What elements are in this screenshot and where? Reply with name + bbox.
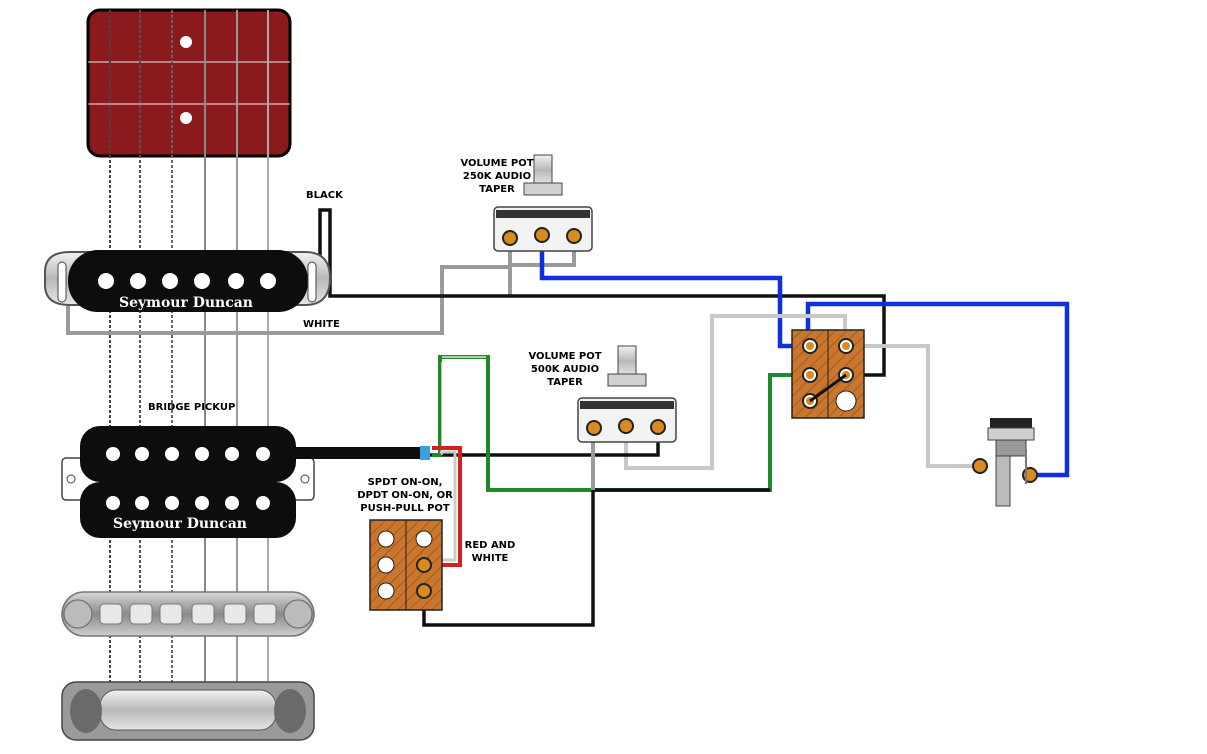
selector-switch	[791, 329, 865, 419]
neck-pickup	[44, 250, 332, 312]
label-pot-500k-1: VOLUME POT	[528, 351, 601, 362]
label-bridge-pickup: BRIDGE PICKUP	[148, 402, 235, 413]
label-switch-1: SPDT ON-ON,	[368, 477, 443, 488]
label-pot-250k-2: 250K AUDIO	[463, 171, 531, 182]
label-red-white-1: RED AND	[465, 540, 516, 551]
tuneomatic-bridge	[61, 591, 315, 637]
label-pot-500k-2: 500K AUDIO	[531, 364, 599, 375]
coil-switch	[369, 519, 443, 611]
volume-pot-250k	[493, 154, 593, 252]
label-neck-brand: Seymour Duncan	[119, 295, 253, 311]
wire-gray-500k	[624, 314, 847, 470]
output-jack	[972, 418, 1038, 507]
volume-pot-500k	[577, 345, 677, 443]
wire-blue-pot-selector	[539, 244, 808, 349]
wire-black-neck	[318, 208, 886, 377]
wires	[66, 208, 1070, 627]
label-white: WHITE	[303, 319, 340, 330]
label-red-white-2: WHITE	[472, 553, 509, 564]
label-bridge-brand: Seymour Duncan	[113, 516, 247, 532]
diagram-labels: BLACK WHITE Seymour Duncan Seymour Dunca…	[113, 158, 602, 564]
label-pot-250k-3: TAPER	[479, 184, 515, 195]
wire-black-switch	[422, 488, 770, 627]
label-switch-2: DPDT ON-ON, OR	[357, 490, 453, 501]
bridge-pickup	[61, 426, 430, 538]
neck-cover	[86, 8, 292, 158]
label-switch-3: PUSH-PULL POT	[360, 503, 450, 514]
wire-gray-jack-ground	[845, 344, 980, 468]
stopbar-tailpiece	[61, 681, 315, 741]
guitar-strings	[109, 10, 269, 740]
label-pot-250k-1: VOLUME POT	[460, 158, 533, 169]
wire-green-bridge	[432, 355, 808, 492]
label-pot-500k-3: TAPER	[547, 377, 583, 388]
label-black: BLACK	[306, 190, 344, 201]
